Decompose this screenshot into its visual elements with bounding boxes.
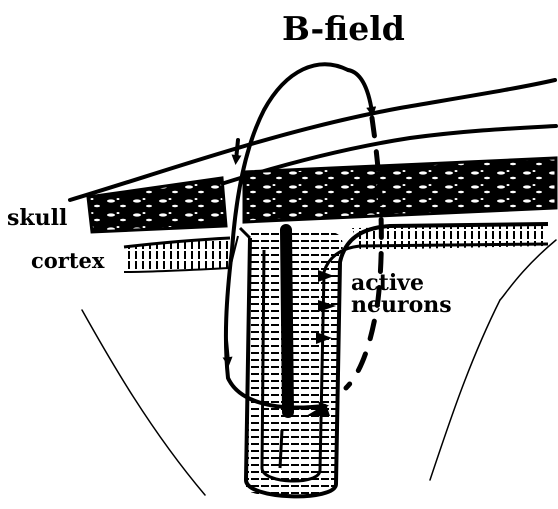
active-neurons-label-line2: neurons (351, 294, 452, 316)
skull-layer (88, 158, 556, 232)
active-neurons-label-line1: active (351, 272, 452, 294)
active-neurons-label: active neurons (351, 272, 452, 316)
cortex-label: cortex (31, 250, 104, 271)
b-field-label: B-field (282, 12, 405, 45)
sulcus-fold (230, 224, 548, 497)
skull-label: skull (7, 207, 67, 229)
